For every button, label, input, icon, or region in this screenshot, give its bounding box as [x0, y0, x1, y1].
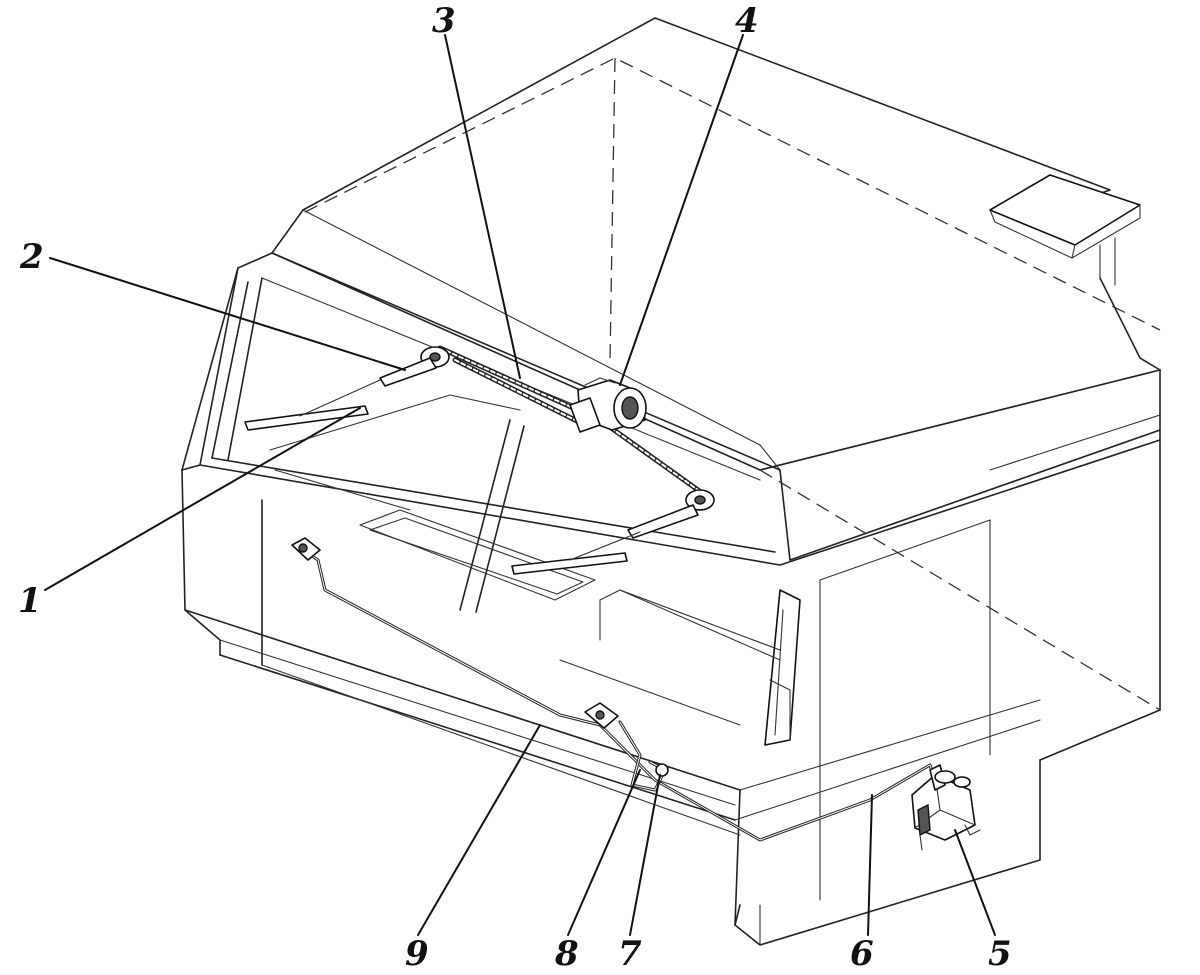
wiper-system: [244, 345, 715, 575]
callout-7: 7: [618, 934, 642, 974]
callout-3: 3: [432, 1, 456, 41]
leader-4: [619, 34, 744, 386]
leader-6: [867, 794, 873, 936]
wiper-motor: [569, 377, 647, 433]
leader-2: [49, 257, 406, 371]
leader-1: [44, 407, 361, 591]
callout-6: 6: [850, 934, 874, 974]
left-wiper-arm: [379, 346, 450, 387]
callout-9: 9: [405, 934, 429, 974]
washer-system: [291, 537, 981, 851]
callout-1: 1: [18, 581, 42, 621]
callout-8: 8: [554, 934, 579, 974]
washer-pump-reservoir: [911, 764, 981, 851]
leader-7: [629, 774, 661, 936]
leader-lines: [44, 34, 996, 936]
cab-body: [181, 17, 1161, 946]
right-wiper-arm: [627, 489, 715, 539]
right-wiper-blade: [511, 531, 641, 575]
callout-4: 4: [735, 1, 759, 41]
leader-8: [567, 769, 641, 936]
left-wiper-blade: [244, 379, 381, 431]
callout-numbers: 1 2 3 4 5 6 7 8 9: [18, 1, 1012, 974]
callout-5: 5: [988, 934, 1012, 974]
left-washer-nozzle: [291, 537, 321, 561]
callout-2: 2: [19, 237, 44, 277]
right-washer-nozzle: [584, 702, 619, 729]
leader-3: [444, 34, 521, 379]
leader-9: [417, 724, 541, 936]
leader-5: [954, 829, 996, 936]
hose-tee-connector: [655, 763, 669, 777]
